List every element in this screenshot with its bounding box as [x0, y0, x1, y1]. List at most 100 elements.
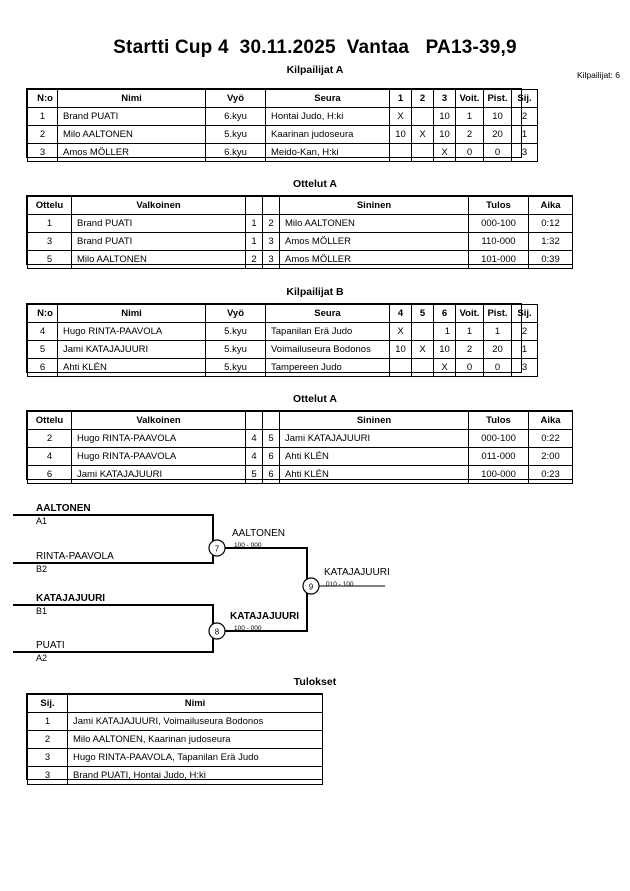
col-no: N:o [27, 304, 58, 323]
match-node-7-label: 7 [215, 545, 220, 554]
cell-blue: Milo AALTONEN [279, 214, 469, 233]
cell-blue: Jami KATAJAJUURI [279, 429, 469, 448]
col-blue-no [262, 196, 280, 215]
table-row: 3 Brand PUATI, Hontai Judo, H:ki [27, 766, 323, 785]
cell-m2 [411, 143, 434, 162]
cell-blue-no: 3 [262, 232, 280, 251]
col-result: Tulos [468, 196, 529, 215]
cell-rank: 3 [27, 766, 68, 785]
cell-belt: 5.kyu [205, 322, 266, 341]
cell-name: Brand PUATI, Hontai Judo, H:ki [67, 766, 323, 785]
cell-points: 0 [483, 358, 512, 377]
cell-white: Hugo RINTA-PAAVOLA [71, 429, 246, 448]
cell-blue: Amos MÖLLER [279, 250, 469, 269]
pool-b-table: N:o Nimi Vyö Seura 4 5 6 Voit. Pist. Sij… [27, 304, 538, 377]
table-row: 1 Brand PUATI 1 2 Milo AALTONEN 000-100 … [27, 214, 573, 233]
cell-match: 2 [27, 429, 72, 448]
cell-no: 4 [27, 322, 58, 341]
bracket-entry-1-seed: A1 [36, 516, 47, 526]
cell-wins: 0 [455, 143, 484, 162]
col-time: Aika [528, 196, 573, 215]
cell-name: Jami KATAJAJUURI [57, 340, 206, 359]
col-club: Seura [265, 89, 390, 108]
cell-m4: 10 [389, 340, 412, 359]
table-row: 6 Ahti KLÉN 5.kyu Tampereen Judo X 0 0 3 [27, 358, 538, 377]
table-row: 2 Milo AALTONEN, Kaarinan judoseura [27, 730, 323, 749]
col-m3: 3 [433, 89, 456, 108]
pool-b-caption: Kilpailijat B [286, 286, 344, 298]
bracket-entry-2-name: RINTA-PAAVOLA [36, 551, 114, 562]
cell-m3: X [433, 143, 456, 162]
col-no: N:o [27, 89, 58, 108]
table-header-row: Ottelu Valkoinen Sininen Tulos Aika [27, 196, 573, 215]
col-rank: Sij. [27, 694, 68, 713]
col-rank: Sij. [511, 304, 538, 323]
table-row: 3 Brand PUATI 1 3 Amos MÖLLER 110-000 1:… [27, 232, 573, 251]
cell-blue: Amos MÖLLER [279, 232, 469, 251]
cell-wins: 1 [455, 107, 484, 126]
col-rank: Sij. [511, 89, 538, 108]
table-row: 1 Brand PUATI 6.kyu Hontai Judo, H:ki X … [27, 107, 538, 126]
cell-rank: 3 [27, 748, 68, 767]
match-node-8-label: 8 [215, 628, 220, 637]
cell-name: Amos MÖLLER [57, 143, 206, 162]
cell-rank: 1 [511, 340, 538, 359]
cell-m4 [389, 358, 412, 377]
cell-rank: 1 [27, 712, 68, 731]
page-title: Startti Cup 4 30.11.2025 Vantaa PA13-39,… [113, 37, 517, 58]
col-blue: Sininen [279, 196, 469, 215]
cell-white-no: 1 [245, 214, 263, 233]
cell-result: 110-000 [468, 232, 529, 251]
cell-belt: 6.kyu [205, 107, 266, 126]
cell-blue-no: 6 [262, 447, 280, 466]
col-white-no [245, 196, 263, 215]
cell-no: 5 [27, 340, 58, 359]
cell-time: 1:32 [528, 232, 573, 251]
cell-points: 20 [483, 340, 512, 359]
cell-name: Brand PUATI [57, 107, 206, 126]
cell-rank: 2 [27, 730, 68, 749]
cell-name: Milo AALTONEN, Kaarinan judoseura [67, 730, 323, 749]
table-row: 3 Amos MÖLLER 6.kyu Meido-Kan, H:ki X 0 … [27, 143, 538, 162]
col-name: Nimi [67, 694, 323, 713]
cell-name: Milo AALTONEN [57, 125, 206, 144]
cell-blue-no: 3 [262, 250, 280, 269]
col-m4: 4 [389, 304, 412, 323]
bracket-final-winner: KATAJAJUURI [324, 567, 390, 578]
bracket-entry-1-name: AALTONEN [36, 503, 91, 514]
cell-white: Brand PUATI [71, 214, 246, 233]
col-club: Seura [265, 304, 390, 323]
cell-no: 6 [27, 358, 58, 377]
matches-a-caption: Ottelut A [293, 178, 337, 190]
cell-m5 [411, 358, 434, 377]
col-m1: 1 [389, 89, 412, 108]
col-points: Pist. [483, 304, 512, 323]
cell-name: Jami KATAJAJUURI, Voimailuseura Bodonos [67, 712, 323, 731]
cell-belt: 5.kyu [205, 340, 266, 359]
cell-match: 6 [27, 465, 72, 484]
col-white: Valkoinen [71, 411, 246, 430]
cell-club: Meido-Kan, H:ki [265, 143, 390, 162]
col-match: Ottelu [27, 411, 72, 430]
col-points: Pist. [483, 89, 512, 108]
col-blue-no [262, 411, 280, 430]
cell-points: 1 [483, 322, 512, 341]
cell-m3: 10 [433, 125, 456, 144]
bracket-line-entry4 [13, 636, 214, 653]
cell-belt: 6.kyu [205, 143, 266, 162]
cell-time: 0:22 [528, 429, 573, 448]
cell-club: Kaarinan judoseura [265, 125, 390, 144]
cell-white-no: 1 [245, 232, 263, 251]
cell-club: Voimailuseura Bodonos [265, 340, 390, 359]
col-wins: Voit. [455, 89, 484, 108]
table-row: 5 Milo AALTONEN 2 3 Amos MÖLLER 101-000 … [27, 250, 573, 269]
cell-result: 011-000 [468, 447, 529, 466]
bracket-entry-4-name: PUATI [36, 640, 65, 651]
col-belt: Vyö [205, 304, 266, 323]
results-caption: Tulokset [293, 676, 337, 688]
cell-match: 5 [27, 250, 72, 269]
cell-m5 [411, 322, 434, 341]
competitors-count: Kilpailijat: 6 [577, 70, 620, 80]
cell-club: Tapanilan Erä Judo [265, 322, 390, 341]
col-name: Nimi [57, 304, 206, 323]
